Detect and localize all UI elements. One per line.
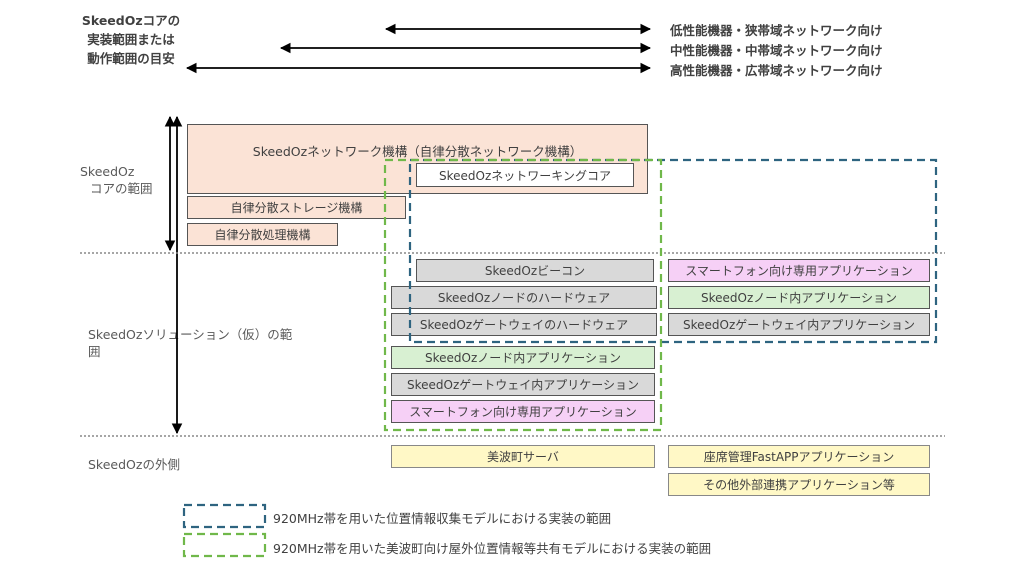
- box-processing-label: 自律分散処理機構: [214, 228, 311, 242]
- box-minami-server: 美波町サーバ: [391, 445, 655, 468]
- box-node-app-right: SkeedOzノード内アプリケーション: [668, 286, 930, 309]
- box-gateway-app-right-label: SkeedOzゲートウェイ内アプリケーション: [682, 318, 916, 332]
- box-processing: 自律分散処理機構: [187, 223, 338, 246]
- box-gateway-hardware: SkeedOzゲートウェイのハードウェア: [391, 313, 657, 336]
- box-storage-label: 自律分散ストレージ機構: [230, 201, 363, 215]
- box-beacon: SkeedOzビーコン: [416, 259, 654, 282]
- box-node-hardware-label: SkeedOzノードのハードウェア: [437, 291, 611, 305]
- box-fastapp-label: 座席管理FastAPPアプリケーション: [703, 450, 895, 464]
- arrow-label-high: 高性能機器・広帯域ネットワーク向け: [670, 63, 883, 78]
- header-title-line-1: SkeedOzコアの: [81, 13, 181, 28]
- box-beacon-label: SkeedOzビーコン: [484, 264, 586, 278]
- section-core-line-2: コアの範囲: [90, 181, 153, 196]
- section-label-solution: SkeedOzソリューション（仮）の範 囲: [88, 326, 292, 360]
- box-other-apps-label: その他外部連携アプリケーション等: [703, 478, 895, 492]
- section-core-line-1: SkeedOz: [80, 164, 135, 179]
- box-smartphone-app-right-label: スマートフォン向け専用アプリケーション: [685, 264, 913, 278]
- box-smartphone-app-right: スマートフォン向け専用アプリケーション: [668, 259, 930, 282]
- box-minami-server-label: 美波町サーバ: [487, 450, 559, 464]
- header-title-line-3: 動作範囲の目安: [87, 51, 175, 66]
- box-node-app-left-label: SkeedOzノード内アプリケーション: [424, 351, 622, 365]
- box-other-apps: その他外部連携アプリケーション等: [668, 473, 930, 496]
- arrow-label-mid: 中性能機器・中帯域ネットワーク向け: [670, 43, 883, 58]
- box-network-mechanism-label: SkeedOzネットワーク機構（自律分散ネットワーク機構）: [252, 144, 583, 159]
- box-gateway-app-right: SkeedOzゲートウェイ内アプリケーション: [668, 313, 930, 336]
- box-gateway-app-left-label: SkeedOzゲートウェイ内アプリケーション: [406, 378, 640, 392]
- legend-blue-text: 920MHz帯を用いた位置情報収集モデルにおける実装の範囲: [273, 511, 612, 526]
- box-networking-core: SkeedOzネットワーキングコア: [416, 163, 634, 187]
- section-solution-line-2: 囲: [88, 344, 101, 359]
- section-solution-line-1: SkeedOzソリューション（仮）の範: [88, 327, 293, 342]
- box-gateway-hardware-label: SkeedOzゲートウェイのハードウェア: [419, 318, 629, 332]
- box-node-app-left: SkeedOzノード内アプリケーション: [391, 346, 655, 369]
- box-node-hardware: SkeedOzノードのハードウェア: [391, 286, 657, 309]
- arrow-label-low: 低性能機器・狭帯域ネットワーク向け: [670, 23, 883, 38]
- section-label-outside: SkeedOzの外側: [88, 457, 180, 472]
- box-storage: 自律分散ストレージ機構: [187, 196, 406, 219]
- diagram-header-title: SkeedOzコアの 実装範囲または 動作範囲の目安: [62, 11, 200, 68]
- header-title-line-2: 実装範囲または: [87, 32, 175, 47]
- box-fastapp: 座席管理FastAPPアプリケーション: [668, 445, 930, 468]
- box-smartphone-app-left: スマートフォン向け専用アプリケーション: [391, 400, 655, 423]
- box-gateway-app-left: SkeedOzゲートウェイ内アプリケーション: [391, 373, 655, 396]
- box-networking-core-label: SkeedOzネットワーキングコア: [439, 168, 611, 183]
- box-node-app-right-label: SkeedOzノード内アプリケーション: [700, 291, 898, 305]
- legend-green-text: 920MHz帯を用いた美波町向け屋外位置情報等共有モデルにおける実装の範囲: [273, 541, 712, 556]
- box-smartphone-app-left-label: スマートフォン向け専用アプリケーション: [409, 405, 637, 419]
- section-label-core: SkeedOz コアの範囲: [80, 163, 153, 197]
